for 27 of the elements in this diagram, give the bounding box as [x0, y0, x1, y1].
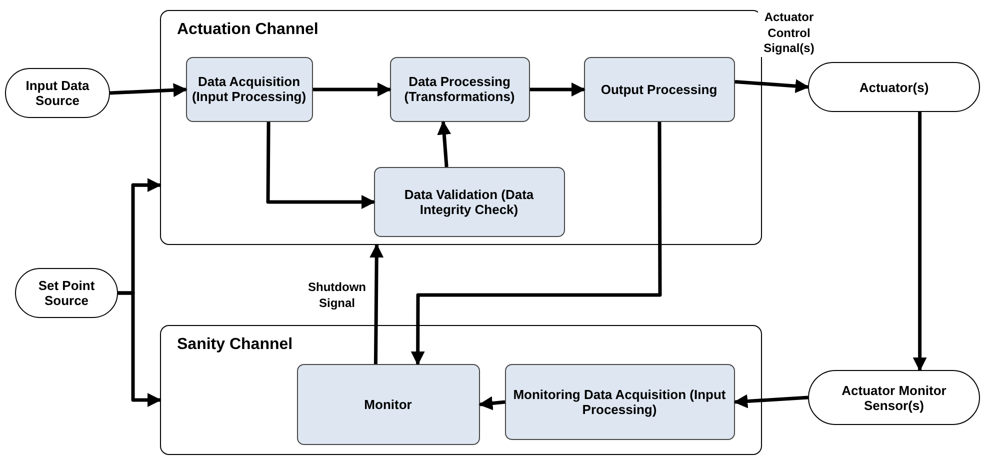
- process-box: Data Acquisition (Input Processing): [186, 56, 312, 122]
- arrow: [734, 79, 810, 94]
- arrow: [370, 244, 384, 364]
- terminal-pill: Set Point Source: [15, 268, 118, 318]
- channel-title: Actuation Channel: [177, 21, 318, 39]
- arrow: [110, 83, 188, 98]
- process-box: Data Processing (Transformations): [390, 56, 530, 122]
- channel-panel: [160, 325, 762, 455]
- arrow: [530, 82, 586, 96]
- process-box: Output Processing: [584, 56, 734, 122]
- arrow: [437, 120, 452, 168]
- arrow: [912, 112, 927, 372]
- terminal-pill: Actuator Monitor Sensor(s): [808, 370, 980, 425]
- process-box: Monitor: [296, 364, 480, 444]
- terminal-pill: Actuator(s): [808, 62, 980, 112]
- channel-panel: [160, 10, 762, 245]
- arrow: [266, 122, 376, 209]
- arrow: [313, 82, 392, 96]
- arrow: [118, 291, 162, 407]
- arrow: [478, 396, 506, 410]
- terminal-pill: Input Data Source: [5, 68, 110, 118]
- arrow: [734, 394, 808, 408]
- process-box: Monitoring Data Acquisition (Input Processing): [504, 364, 734, 440]
- process-box: Data Validation (Data Integrity Check): [374, 166, 564, 236]
- edge-label: Shutdown Signal: [306, 280, 368, 312]
- channel-title: Sanity Channel: [177, 336, 293, 354]
- arrow: [410, 122, 662, 366]
